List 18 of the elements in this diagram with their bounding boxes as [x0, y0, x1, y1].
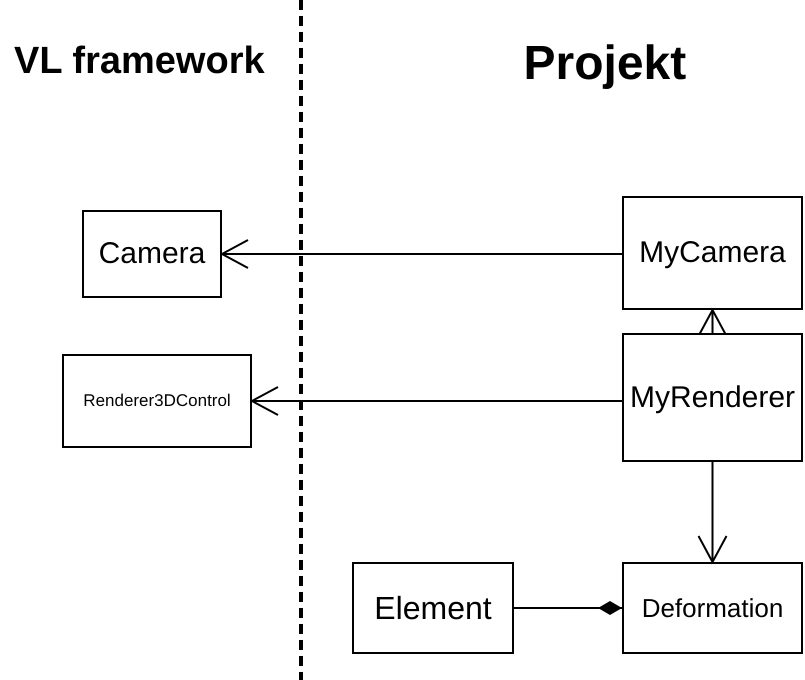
section-heading: VL framework	[14, 40, 265, 83]
class-name: Deformation	[642, 592, 784, 624]
class-name: Camera	[98, 237, 206, 271]
arrow	[698, 462, 728, 563]
class-box	[352, 562, 514, 654]
class-name: MyRenderer	[630, 380, 796, 414]
class-box	[62, 354, 252, 448]
class-box	[622, 196, 803, 310]
arrow	[221, 239, 622, 269]
class-box	[622, 333, 803, 462]
class-box	[622, 562, 803, 654]
section-heading: Projekt	[524, 36, 686, 91]
class-name: Renderer3DControl	[83, 391, 231, 411]
composition-line	[514, 601, 622, 615]
class-name: Element	[374, 590, 492, 626]
class-name: MyCamera	[639, 236, 786, 270]
class-box	[82, 210, 222, 298]
arrow	[251, 386, 622, 416]
